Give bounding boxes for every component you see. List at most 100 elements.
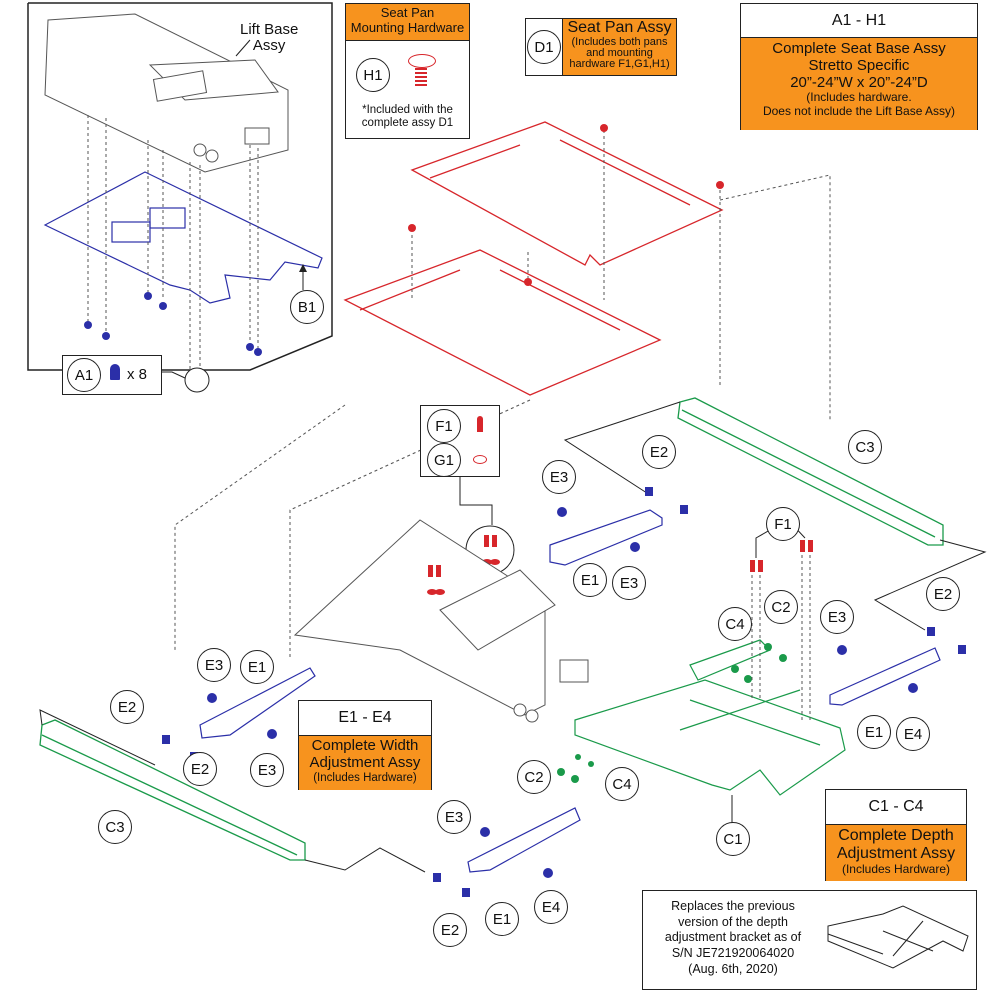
lift-base-assy-drawing [44, 13, 289, 173]
seat-base-description: Complete Seat Base Assy Stretto Specific… [741, 38, 977, 130]
d1-cell: D1 [526, 19, 563, 75]
seat-base-line3: 20”-24”W x 20”-24”D [790, 73, 928, 91]
replacement-note-line4: S/N JE721920064020 [671, 945, 795, 960]
seat-pan-assy-sub1: (Includes both pans [571, 35, 668, 48]
lift-base-label-line2: Assy [252, 36, 286, 54]
seat-base-line5: Does not include the Lift Base Assy) [762, 103, 956, 118]
c4-callout-b[interactable]: C4 [605, 767, 639, 801]
e4-callout-a[interactable]: E4 [896, 717, 930, 751]
e1-brackets [199, 509, 941, 873]
h1-callout[interactable]: H1 [356, 58, 390, 92]
seat-pan-assy-box: D1 Seat Pan Assy (Includes both pans and… [525, 18, 677, 76]
f1-callout[interactable]: F1 [427, 409, 461, 443]
e1-callout-b[interactable]: E1 [857, 715, 891, 749]
c3-rail-bottom [39, 719, 306, 861]
e4-callout-b[interactable]: E4 [534, 890, 568, 924]
f1-right-screws [750, 540, 813, 572]
width-adjust-line3: (Includes Hardware) [313, 771, 417, 784]
e3-callout-e[interactable]: E3 [250, 753, 284, 787]
replacement-note-line1: Replaces the previous [671, 899, 795, 913]
seat-pan-drawing [343, 121, 724, 396]
seat-pan-screws [408, 124, 724, 286]
c3-top-leader-line [563, 401, 681, 496]
a1-hardware-box: A1 x 8 [62, 355, 162, 395]
seat-pan-assy-label: Seat Pan Assy (Includes both pans and mo… [563, 19, 676, 75]
e3-callout-c[interactable]: E3 [820, 600, 854, 634]
a1-screw-icon [110, 364, 120, 380]
c3-right-leader-line [873, 539, 987, 631]
width-adjust-description: Complete Width Adjustment Assy (Includes… [299, 736, 431, 790]
lift-base-label: Lift Base Assy [240, 22, 298, 54]
lift-base-label-line1: Lift Base [240, 21, 299, 38]
g1-washer-icon [473, 455, 487, 464]
b1-plate-drawing [43, 171, 323, 304]
a1-callout[interactable]: A1 [67, 358, 101, 392]
e2-callout-c[interactable]: E2 [110, 690, 144, 724]
seat-pan-hardware-note-line2: complete assy D1 [361, 116, 454, 129]
replacement-note-line3: adjustment bracket as of [664, 930, 802, 945]
width-adjust-line2: Adjustment Assy [309, 753, 421, 771]
depth-adjust-description: Complete Depth Adjustment Assy (Includes… [826, 825, 966, 881]
e2-callout-e[interactable]: E2 [433, 913, 467, 947]
f1-right-callout[interactable]: F1 [766, 507, 800, 541]
e2-callout-d[interactable]: E2 [183, 752, 217, 786]
seat-pan-hardware-title-line1: Seat Pan [380, 5, 435, 20]
seat-pan-hardware-title: Seat Pan Mounting Hardware [346, 4, 469, 41]
c3-bottom-callout[interactable]: C3 [98, 810, 132, 844]
a1-screws [84, 292, 262, 356]
seat-pan-hardware-title-line2: Mounting Hardware [350, 19, 465, 35]
c4-callout-a[interactable]: C4 [718, 607, 752, 641]
a1-quantity: x 8 [127, 366, 148, 383]
center-f1-screws [427, 565, 445, 595]
e2-callout-a[interactable]: E2 [642, 435, 676, 469]
depth-adjust-range: C1 - C4 [826, 790, 966, 825]
e1-callout-a[interactable]: E1 [573, 563, 607, 597]
c2-callout-b[interactable]: C2 [517, 760, 551, 794]
seat-base-line2: Stretto Specific [808, 56, 910, 74]
c3-bottom-right-leader-line [304, 847, 426, 873]
depth-adjust-line1: Complete Depth [838, 827, 954, 844]
e2-callout-b[interactable]: E2 [926, 577, 960, 611]
seat-pan-assy-sub3: hardware F1,G1,H1) [569, 57, 670, 70]
lift-base-leader [235, 39, 251, 57]
e3-callout-b[interactable]: E3 [612, 566, 646, 600]
e3-callout-f[interactable]: E3 [437, 800, 471, 834]
depth-adjust-line3: (Includes Hardware) [841, 861, 951, 876]
c1-callout[interactable]: C1 [716, 822, 750, 856]
d1-callout[interactable]: D1 [527, 30, 561, 64]
f1-screws-detail [482, 535, 500, 565]
f1-right-dashed [751, 555, 811, 720]
e1-callout-d[interactable]: E1 [485, 902, 519, 936]
b1-dashed-leaders [87, 115, 259, 380]
replacement-note-line2: version of the depth [678, 914, 788, 929]
e1-callout-c[interactable]: E1 [240, 650, 274, 684]
replacement-note-text: Replaces the previous version of the dep… [647, 899, 819, 977]
fastener-box: F1 G1 [420, 405, 500, 477]
seat-pan-hardware-note-line1: *Included with the [362, 104, 453, 116]
c3-top-callout[interactable]: C3 [848, 430, 882, 464]
c3-bottom-leader-line [39, 709, 156, 766]
complete-seat-base-box: A1 - H1 Complete Seat Base Assy Stretto … [740, 3, 978, 130]
seat-pan-dashed-leaders [174, 130, 831, 660]
a1-detail-circle [184, 367, 210, 393]
e3-callout-a[interactable]: E3 [542, 460, 576, 494]
width-adjust-box: E1 - E4 Complete Width Adjustment Assy (… [298, 700, 432, 790]
center-lift-base-drawing [293, 519, 589, 723]
seat-base-line1: Complete Seat Base Assy [772, 40, 946, 57]
lift-base-inset-frame [27, 2, 333, 371]
g1-callout[interactable]: G1 [427, 443, 461, 477]
e3-callout-d[interactable]: E3 [197, 648, 231, 682]
seat-pan-hardware-note: *Included with the complete assy D1 [346, 104, 469, 130]
seat-base-line4: (Includes hardware. [806, 90, 912, 105]
seat-pan-assy-title: Seat Pan Assy [567, 19, 672, 36]
replacement-note-line5: (Aug. 6th, 2020) [688, 961, 778, 976]
b1-callout[interactable]: B1 [290, 290, 324, 324]
depth-adjust-box: C1 - C4 Complete Depth Adjustment Assy (… [825, 789, 967, 881]
h1-screw-thread-icon [415, 68, 427, 86]
seat-pan-assy-sub2: and mounting [586, 46, 653, 59]
c2-c4-hardware [557, 643, 787, 783]
c2-callout-a[interactable]: C2 [764, 590, 798, 624]
c3-rail-top [677, 397, 944, 546]
f1-screw-icon [477, 416, 483, 432]
